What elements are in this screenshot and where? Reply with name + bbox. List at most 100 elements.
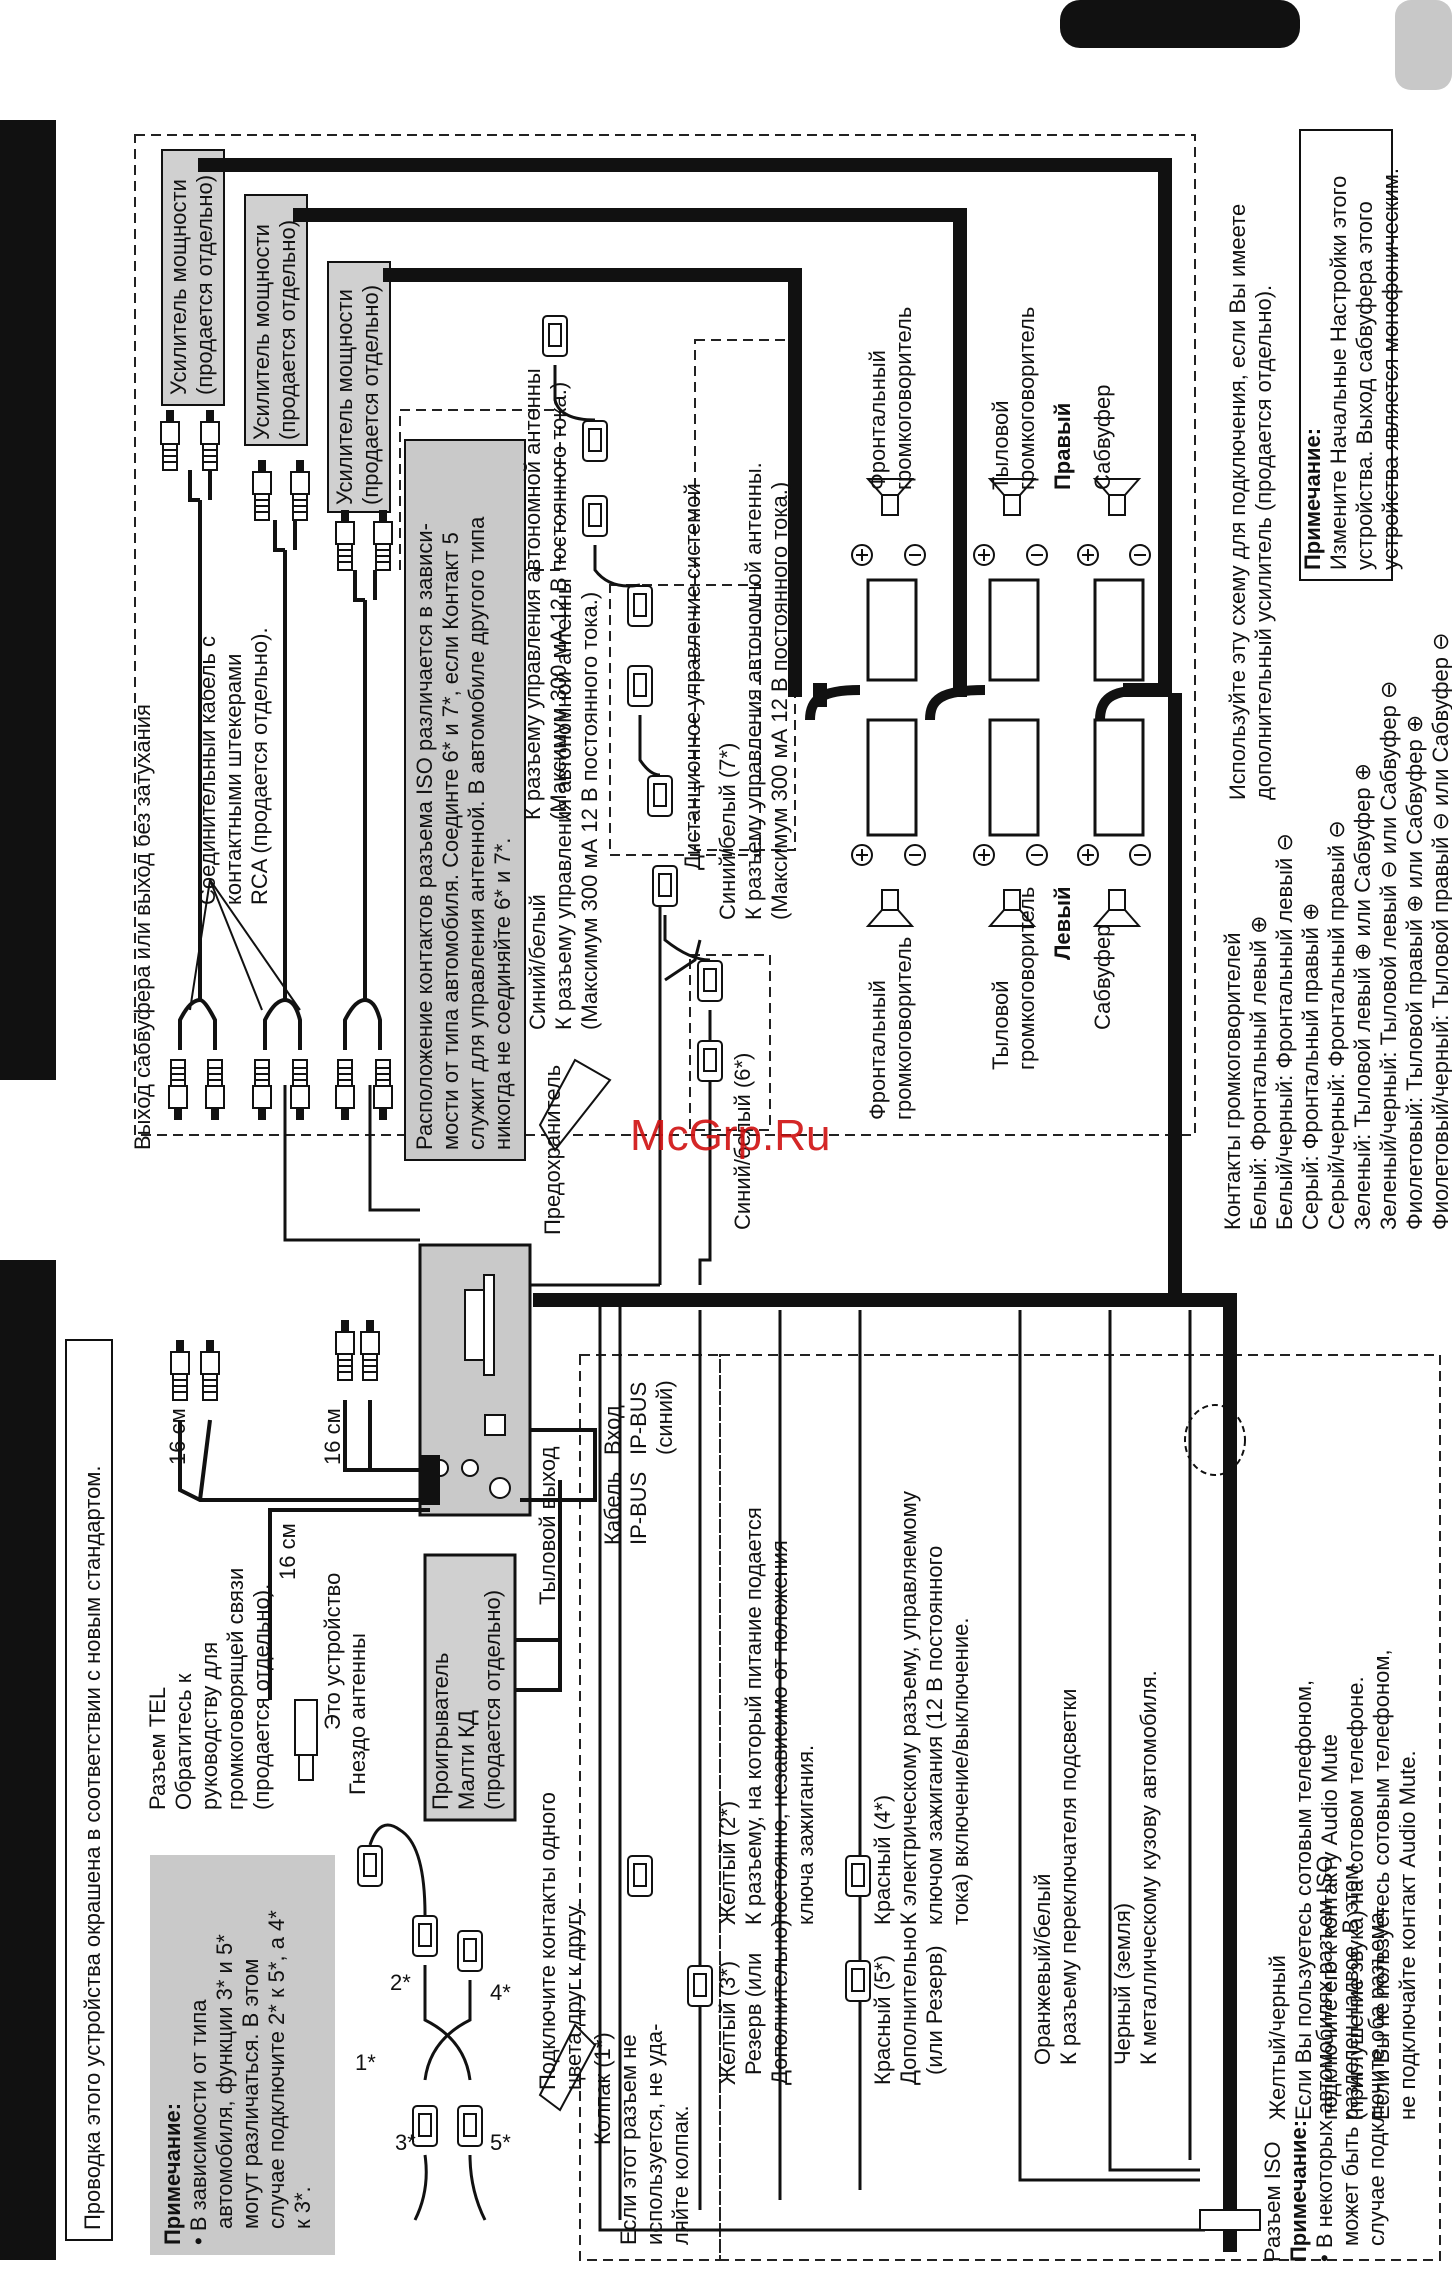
svg-text:постоянно, независимо от полож: постоянно, независимо от положения [767,1540,792,1925]
svg-text:Тыловой: Тыловой [988,400,1013,490]
svg-text:Серый/черный: Фронтальный прав: Серый/черный: Фронтальный правый ⊖ [1324,820,1349,1230]
svg-text:Синий/белый (6*): Синий/белый (6*) [730,1053,755,1230]
svg-text:Синий/белый (7*): Синий/белый (7*) [715,743,740,920]
svg-text:Используйте эту схему для подк: Используйте эту схему для подключения, е… [1225,204,1250,800]
svg-text:Соединительный кабель с: Соединительный кабель с [195,636,220,905]
orange-label: Оранжевый/белый К разъему переключателя … [1030,1689,1081,2065]
label-right: Правый [1050,403,1075,490]
svg-text:IP-BUS: IP-BUS [626,1472,651,1545]
crossover-wires [368,1823,487,2221]
rear-out-label: Тыловой выход [535,1446,560,1605]
svg-text:случае подключите оба разъема.: случае подключите оба разъема. [1364,1906,1389,2246]
yellow3-label: Желтый (3*) Резерв (или Дополнительно) [715,1919,792,2085]
svg-text:Обратитесь к: Обратитесь к [171,1673,196,1810]
svg-text:Разъем ISO: Разъем ISO [1260,2141,1285,2262]
note-panel-1 [150,1855,335,2255]
svg-text:• В зависимости от типа: • В зависимости от типа [186,1999,211,2245]
rca-pointers [189,879,301,1011]
speaker-contacts-label: Контакты громкоговорителей Белый: Фронта… [1220,632,1452,1230]
svg-text:Примечание:: Примечание: [1286,2120,1311,2262]
speakers [851,478,1151,927]
svg-text:громкоговоритель: громкоговоритель [891,307,916,490]
svg-text:Колпак (1*): Колпак (1*) [590,2032,615,2145]
svg-text:• В некоторых автомобилях разъ: • В некоторых автомобилях разъем ISO [1312,1856,1337,2262]
thin-wires [283,870,712,1287]
fuse-label: Предохранитель [540,1065,565,1235]
svg-text:Зеленый: Тыловой левый ⊕ или С: Зеленый: Тыловой левый ⊕ или Сабвуфер ⊕ [1350,763,1375,1230]
ipbus-cable-label: Кабель IP-BUS [600,1472,651,1545]
unit-rca-plugs [170,1319,380,1401]
cap-label: Колпак (1*) Если этот разъем не использу… [590,2024,693,2245]
svg-text:2*: 2* [390,1970,411,1995]
auto-antenna-label: К разъему управления автономной антенны … [520,368,571,820]
head-unit [418,1243,532,1517]
svg-text:4*: 4* [490,1980,511,2005]
svg-text:16 см: 16 см [165,1408,190,1465]
svg-text:руководству для: руководству для [197,1642,222,1810]
svg-text:IP-BUS: IP-BUS [626,1382,651,1455]
tel-jack [294,1699,318,1781]
connect-same-label: Подключите контакты одного цвета друг к … [535,1792,586,2090]
callout-arrows [538,1058,612,2112]
svg-text:может быть разделен надвое. В: может быть разделен надвое. В этом [1338,1865,1363,2246]
svg-text:устройства является монофониче: устройства является монофоническим. [1378,168,1403,570]
iso-wires [598,1300,1205,2232]
svg-text:Предохранитель: Предохранитель [540,1065,565,1235]
svg-text:Примечание:: Примечание: [1300,428,1325,570]
svg-text:К разъему управления автономно: К разъему управления автономной антенны [520,368,545,820]
amplifier-2: Усилитель мощности(продается отдельно) [244,194,308,446]
svg-text:Красный (4*): Красный (4*) [870,1795,895,1925]
svg-text:5*: 5* [490,2130,511,2155]
svg-text:Желтый/черный: Желтый/черный [1265,1955,1290,2120]
svg-text:дополнительный усилитель (прод: дополнительный усилитель (продается отде… [1251,285,1276,800]
speaker-left-front [851,718,926,927]
sub-out-label: Выход сабвуфера или выход без затухания [130,704,155,1150]
amplifier-1: Усилитель мощности(продается отдельно) [161,149,225,406]
svg-text:(или Резерв): (или Резерв) [922,1945,947,2075]
svg-text:Проигрыватель: Проигрыватель [428,1653,453,1810]
svg-text:Зеленый/черный: Тыловой левый: Зеленый/черный: Тыловой левый ⊖ или Сабв… [1376,681,1401,1230]
svg-text:громкоговоритель: громкоговоритель [1014,887,1039,1070]
svg-text:(продается отдельно): (продается отдельно) [192,175,217,395]
blue-white-label: Синий/белый К разъему управления автоном… [525,578,602,1030]
yellow2-label: Желтый (2*) К разъему, на который питани… [715,1507,818,1925]
amplifier-3: Усилитель мощности(продается отдельно) [327,261,391,513]
note-1: Примечание: • В зависимости от типа авто… [160,1910,315,2245]
svg-text:Тыловой выход: Тыловой выход [535,1446,560,1605]
svg-text:Левый: Левый [1050,886,1075,960]
speaker-right-rear [973,478,1048,682]
svg-text:ключом зажигания (12 В постоян: ключом зажигания (12 В постоянного [922,1546,947,1925]
cm16-a-label: 16 см [165,1408,190,1465]
svg-text:Тыловой: Тыловой [988,980,1013,1070]
svg-text:RCA (продается отдельно).: RCA (продается отдельно). [247,627,272,905]
svg-text:Оранжевый/белый: Оранжевый/белый [1030,1874,1055,2065]
svg-text:Усилитель мощности: Усилитель мощности [332,289,357,505]
svg-text:случае подключите 2* к 5*, а 4: случае подключите 2* к 5*, а 4* [264,1910,289,2229]
antenna-wires [553,365,711,962]
svg-text:Резерв (или: Резерв (или [741,1953,766,2075]
svg-text:Желтый (2*): Желтый (2*) [715,1801,740,1925]
svg-text:контактными штекерами: контактными штекерами [221,654,246,905]
label-sub-left: Сабвуфер [1090,925,1115,1031]
svg-text:Разъем TEL: Разъем TEL [145,1687,170,1810]
svg-text:Фиолетовый: Тыловой правый ⊕ и: Фиолетовый: Тыловой правый ⊕ или Сабвуфе… [1402,715,1427,1230]
svg-text:устройства. Выход сабвуфера эт: устройства. Выход сабвуфера этого [1352,201,1377,570]
black-label: Черный (земля) К металлическому кузову а… [1110,1670,1161,2065]
svg-text:(продается отдельно).: (продается отдельно). [249,1584,274,1810]
speaker-loops [805,685,1146,721]
subwoofer-right [1077,478,1151,682]
svg-text:Синий/белый: Синий/белый [525,894,550,1030]
iso-note-panel [404,439,526,1161]
svg-text:Расположение контактов разъема: Расположение контактов разъема ISO разли… [412,523,437,1150]
speaker-wires [198,158,1237,2252]
svg-text:Вход: Вход [600,1405,625,1455]
svg-text:громкоговоритель: громкоговоритель [1014,307,1039,490]
blue-white-6-label: Синий/белый (6*) [730,1053,755,1230]
unit-output-cables [178,1400,597,1700]
svg-text:ключа зажигания.: ключа зажигания. [793,1745,818,1925]
svg-text:не подключайте контакт Audio M: не подключайте контакт Audio Mute. [1395,1750,1420,2120]
